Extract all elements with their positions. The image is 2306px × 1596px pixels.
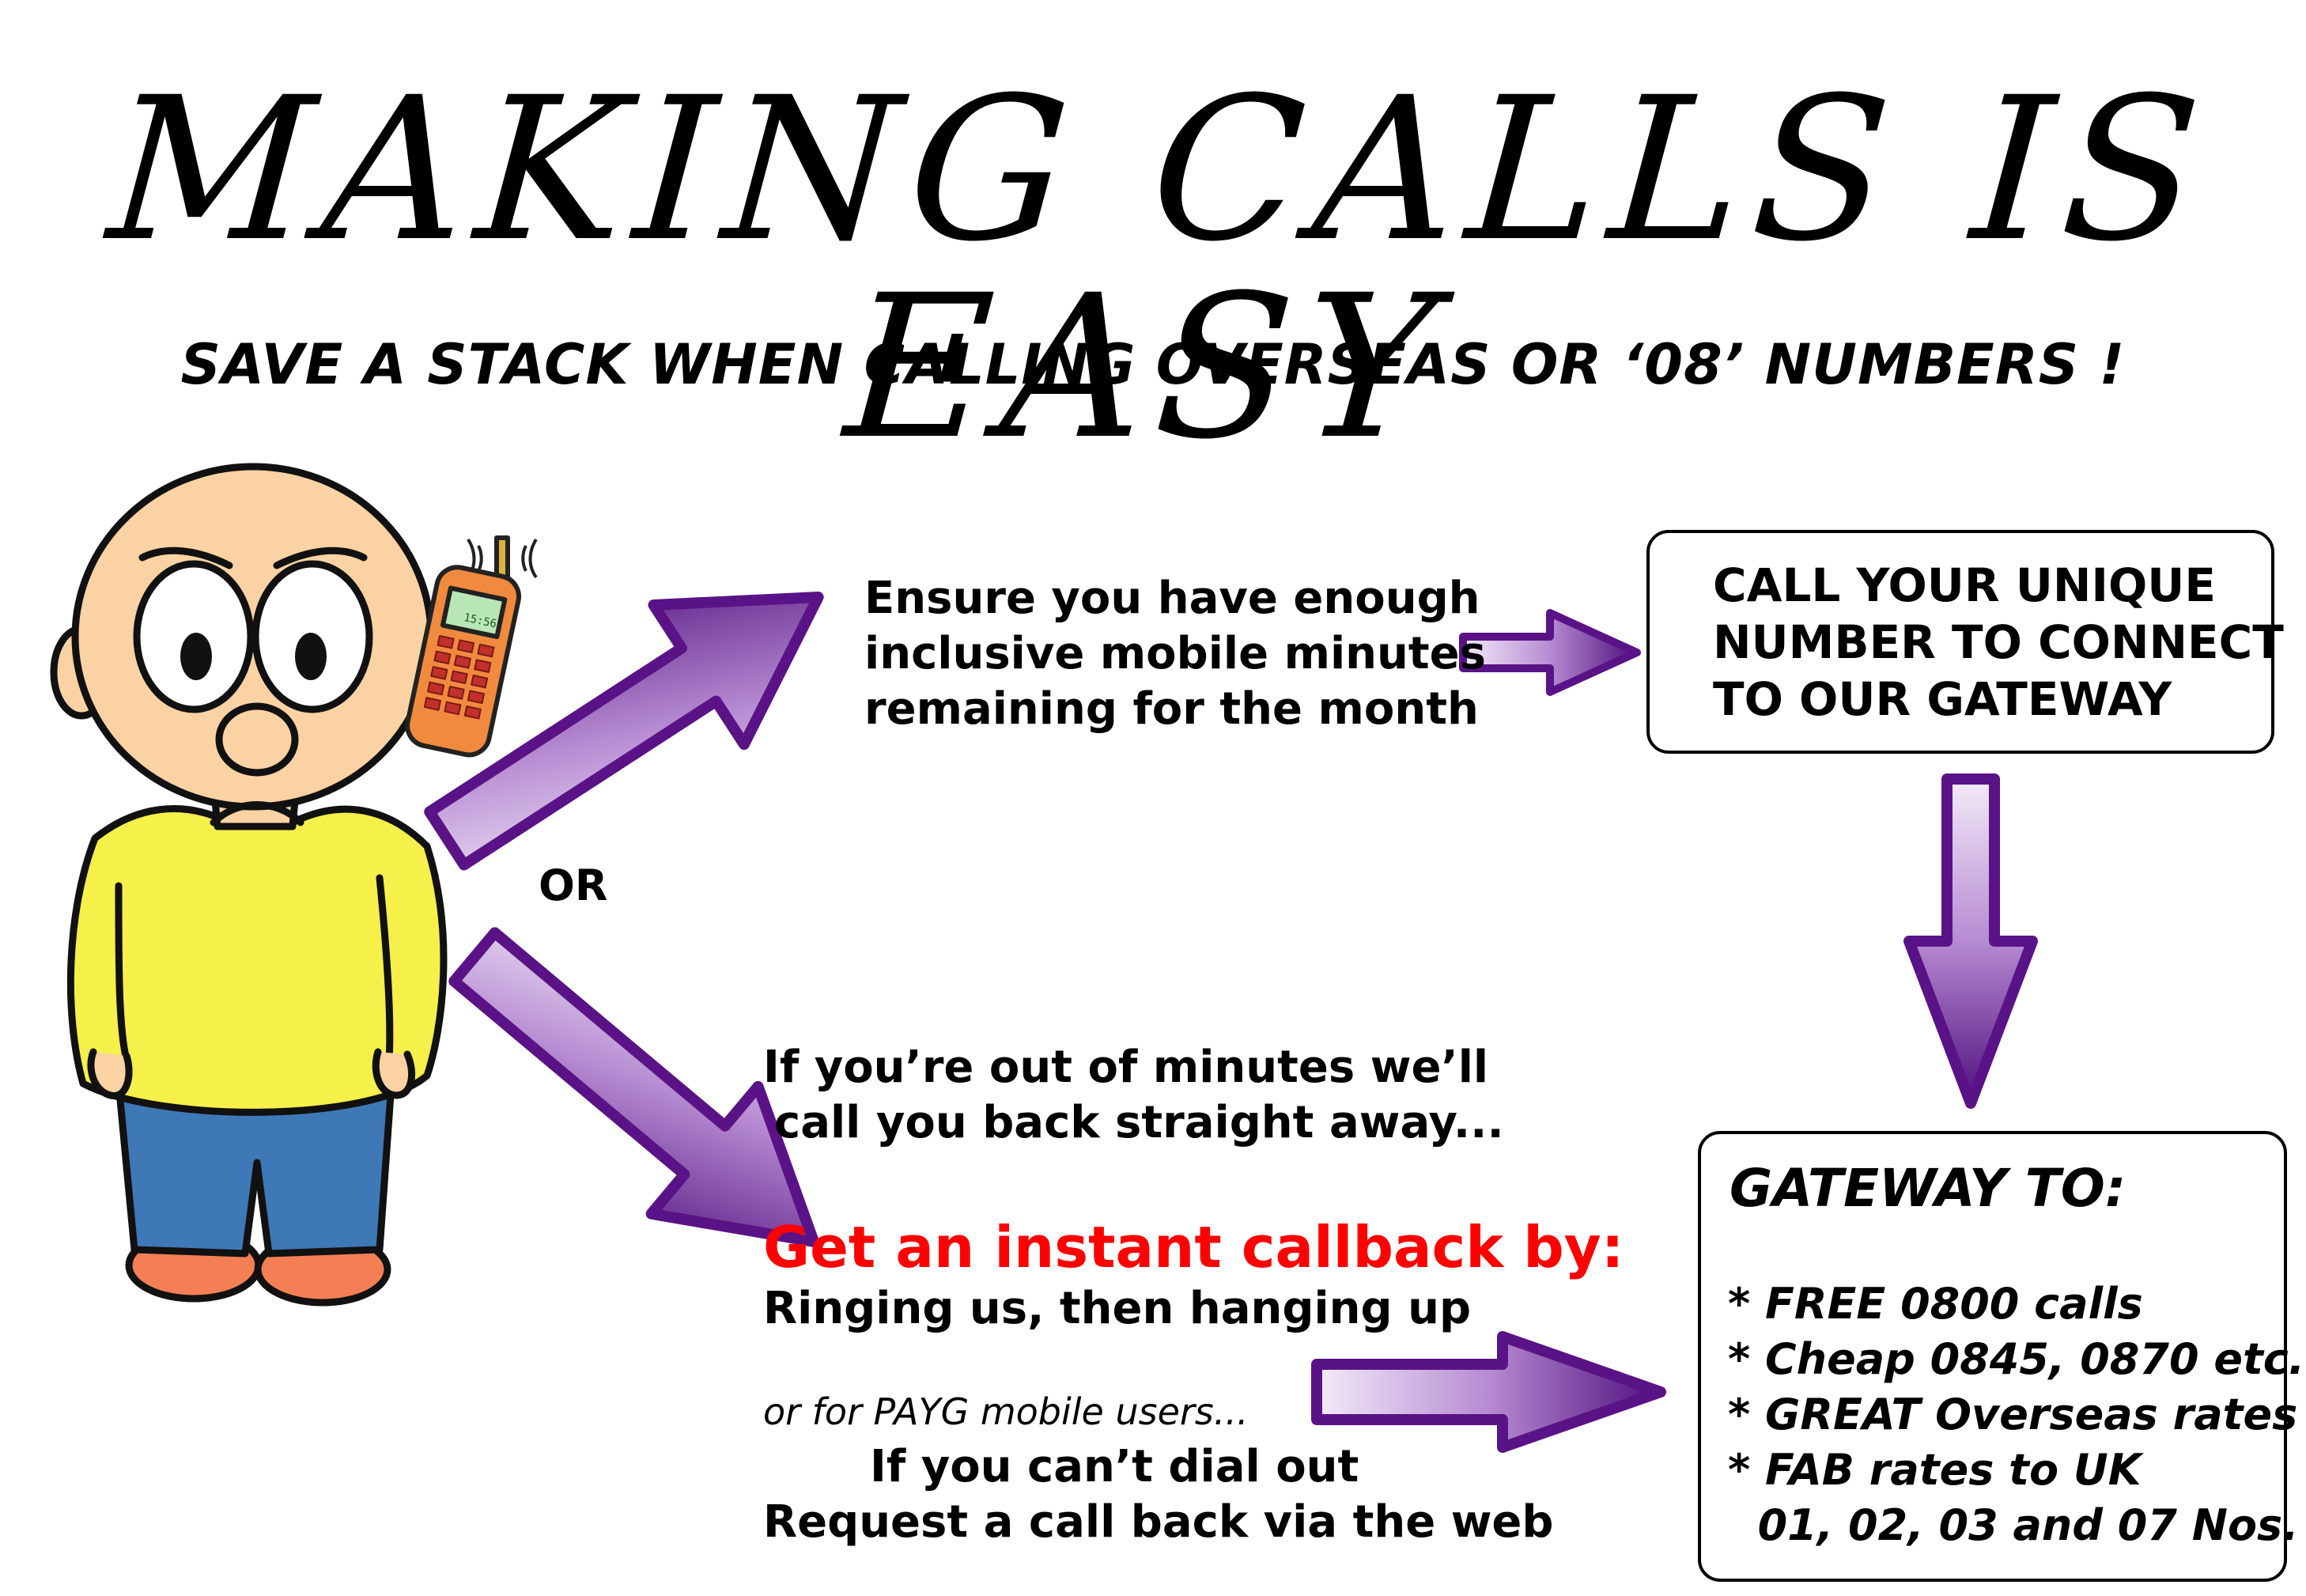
ensure-line: remaining for the month — [864, 683, 1479, 735]
call-box-line: NUMBER TO CONNECT — [1713, 615, 2284, 669]
gateway-item: 01, 02, 03 and 07 Nos. — [1728, 1500, 2299, 1550]
payg-note: or for PAYG mobile users... — [763, 1390, 1249, 1433]
call-box-line: TO OUR GATEWAY — [1713, 672, 2172, 726]
worried-man-illustration — [50, 463, 455, 1307]
gateway-list: * FREE 0800 calls * Cheap 0845, 0870 etc… — [1728, 1276, 2304, 1553]
out-of-minutes-text: If you’re out of minutes we’ll call you … — [763, 1040, 1504, 1151]
gateway-item: * GREAT Overseas rates — [1728, 1390, 2298, 1439]
gateway-item: * FREE 0800 calls — [1728, 1279, 2143, 1329]
ensure-line: inclusive mobile minutes — [864, 628, 1486, 679]
instant-callback-heading: Get an instant callback by: — [763, 1214, 1624, 1280]
arrow-down-right — [448, 927, 819, 1247]
call-number-box: CALL YOUR UNIQUE NUMBER TO CONNECT TO OU… — [1646, 530, 2284, 754]
page-subtitle: SAVE A STACK WHEN CALLING OVERSEAS OR ‘0… — [180, 332, 2126, 397]
out-of-minutes-line: call you back straight away... — [774, 1097, 1504, 1148]
mobile-phone-icon — [405, 535, 538, 758]
arrow-up-right — [424, 592, 824, 871]
arrow-right-small — [1459, 609, 1641, 696]
gateway-item: * FAB rates to UK — [1728, 1445, 2142, 1495]
ringing-text: Ringing us, then hanging up — [763, 1283, 1472, 1334]
gateway-item: * Cheap 0845, 0870 etc. — [1728, 1334, 2305, 1384]
out-of-minutes-line: If you’re out of minutes we’ll — [763, 1042, 1489, 1093]
request-callback-text: Request a call back via the web — [763, 1496, 1554, 1548]
gateway-box: GATEWAY TO: * FREE 0800 calls * Cheap 08… — [1698, 1131, 2304, 1582]
ensure-minutes-text: Ensure you have enough inclusive mobile … — [864, 571, 1486, 737]
arrow-right-large — [1311, 1331, 1666, 1453]
gateway-heading: GATEWAY TO: — [1730, 1158, 2126, 1219]
cant-dial-text: If you can’t dial out — [870, 1441, 1359, 1492]
arrow-down — [1903, 773, 2038, 1109]
ensure-line: Ensure you have enough — [864, 573, 1480, 624]
or-label: OR — [539, 860, 608, 910]
page-title: MAKING CALLS IS EASY — [102, 55, 2218, 482]
call-box-line: CALL YOUR UNIQUE — [1713, 558, 2216, 612]
call-box-text: CALL YOUR UNIQUE NUMBER TO CONNECT TO OU… — [1713, 557, 2284, 728]
